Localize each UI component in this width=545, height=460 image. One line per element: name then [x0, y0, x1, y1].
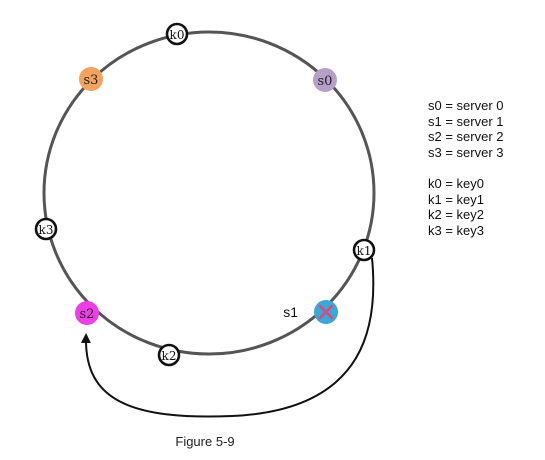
- server-s2-label: s2: [80, 307, 95, 322]
- key-k1-label: k1: [357, 244, 372, 258]
- server-s3-label: s3: [84, 73, 99, 88]
- server-node-s2: s2: [75, 301, 99, 325]
- legend-item-k2: k2 = key2: [428, 207, 485, 222]
- key-node-k1: k1: [352, 238, 376, 262]
- key-k1-circle: [352, 238, 376, 262]
- server-node-s1: s1: [283, 300, 338, 324]
- legend-item-k3: k3 = key3: [428, 222, 485, 238]
- key-k3-circle: [34, 217, 58, 241]
- key-reassignment-arrow: [80, 257, 375, 418]
- server-s2-dot: [75, 301, 99, 325]
- key-node-k0: k0: [165, 22, 189, 46]
- legend-item-k1: k1 = key1: [428, 191, 485, 207]
- legend-item-s2: s2 = server 2: [428, 129, 504, 144]
- key-k0-circle: [165, 22, 189, 46]
- server-s1-label: s1: [283, 304, 298, 320]
- key-k0-label: k0: [170, 28, 185, 42]
- legend-item-s0: s0 = server 0: [428, 98, 504, 113]
- server-s3-dot: [79, 67, 103, 91]
- figure-caption: Figure 5-9: [175, 434, 235, 449]
- failed-x-icon: [318, 304, 334, 320]
- hash-ring: [42, 30, 376, 356]
- legend-item-k0: k0 = key0: [428, 176, 485, 191]
- key-k2-circle: [157, 343, 181, 367]
- server-node-s3: s3: [79, 67, 103, 91]
- key-node-k2: k2: [157, 343, 181, 367]
- legend: s0 = server 0 s1 = server 1 s2 = server …: [428, 98, 504, 254]
- server-node-s0: s0: [313, 68, 337, 92]
- key-k3-label: k3: [39, 223, 54, 237]
- server-s0-dot: [313, 68, 337, 92]
- key-k2-label: k2: [162, 349, 177, 363]
- legend-item-s3: s3 = server 3: [428, 144, 504, 160]
- key-node-k3: k3: [34, 217, 58, 241]
- server-s0-label: s0: [318, 74, 333, 89]
- legend-keys: k0 = key0 k1 = key1 k2 = key2 k3 = key3: [428, 176, 504, 238]
- legend-servers: s0 = server 0 s1 = server 1 s2 = server …: [428, 98, 504, 160]
- legend-item-s1: s1 = server 1: [428, 113, 504, 129]
